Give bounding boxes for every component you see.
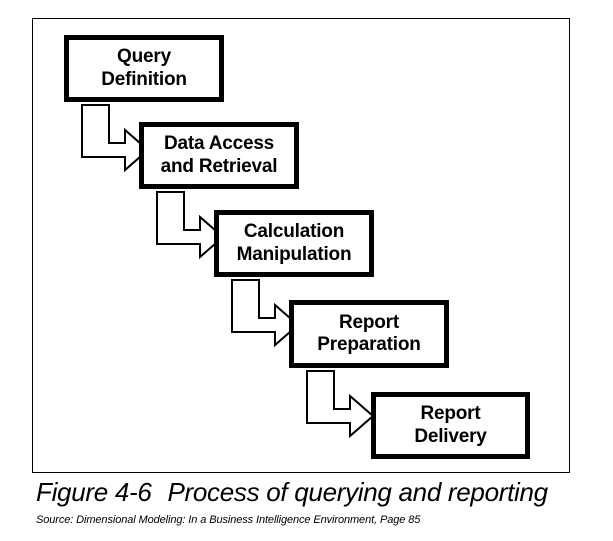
process-box-line-2: Preparation [317, 334, 421, 355]
process-box-report-preparation: Report Preparation [289, 300, 449, 368]
process-box-query-definition: Query Definition [64, 35, 224, 102]
connector-arrow-data-access-to-calculation [156, 191, 225, 260]
process-box-line-2: Delivery [414, 425, 487, 447]
process-box-data-access: Data Access and Retrieval [139, 122, 299, 189]
process-box-line-1: Data Access [163, 133, 275, 155]
figure-caption: Figure 4-6 Process of querying and report… [36, 477, 548, 508]
process-box-line-2: Manipulation [236, 243, 352, 265]
connector-arrow-query-definition-to-data-access [81, 104, 150, 173]
connector-arrow-report-preparation-to-report-delivery [306, 370, 375, 439]
connector-arrow-calculation-to-report-preparation [231, 279, 300, 348]
figure-caption-number: Figure 4-6 [36, 477, 152, 507]
process-box-line-1: Calculation [243, 221, 345, 243]
process-box-report-delivery: Report Delivery [371, 392, 530, 459]
process-box-line-2: Definition [101, 68, 187, 90]
process-box-line-1: Query [117, 46, 171, 68]
process-box-line-2: and Retrieval [160, 155, 278, 177]
figure-source-note: Source: Dimensional Modeling: In a Busin… [36, 514, 421, 526]
process-box-calculation: Calculation Manipulation [214, 210, 374, 277]
process-box-line-1: Report [420, 403, 481, 425]
process-box-line-1: Report [338, 311, 400, 333]
figure-frame: Query Definition Data Access and Retriev… [32, 18, 570, 473]
figure-caption-text: Process of querying and reporting [167, 477, 549, 507]
